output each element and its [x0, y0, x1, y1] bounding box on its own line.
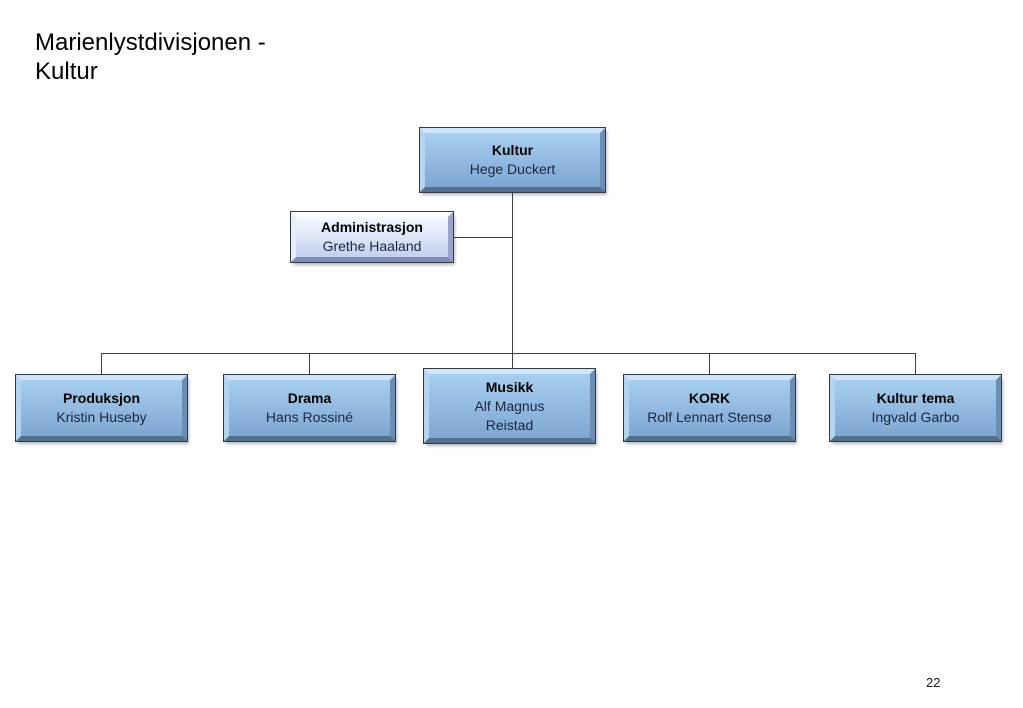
org-node-kork: KORK Rolf Lennart Stensø [624, 375, 795, 441]
org-node-kultur-tema: Kultur tema Ingvald Garbo [830, 375, 1001, 441]
connector-drop-produksjon [101, 353, 102, 375]
org-node-title: Musikk [485, 378, 534, 395]
org-node-title: Kultur [491, 142, 534, 158]
org-node-person: Rolf Lennart Stensø [647, 409, 772, 425]
org-node-person: Hege Duckert [469, 161, 556, 177]
org-node-kultur: Kultur Hege Duckert [420, 128, 605, 192]
slide-title-line1: Marienlystdivisjonen - [35, 29, 266, 56]
connector-drop-kork [709, 353, 710, 375]
org-node-musikk: Musikk Alf Magnus Reistad [424, 369, 595, 443]
org-node-person: Alf Magnus Reistad [474, 397, 545, 433]
org-node-person: Ingvald Garbo [871, 409, 960, 425]
slide-title: Marienlystdivisjonen -Kultur [35, 28, 266, 86]
org-node-produksjon: Produksjon Kristin Huseby [16, 375, 187, 441]
connector-assistant-branch [453, 237, 512, 238]
org-node-title: Drama [287, 390, 332, 406]
page-number: 22 [926, 675, 941, 690]
connector-drop-drama [309, 353, 310, 375]
org-node-person: Hans Rossiné [265, 409, 354, 425]
org-node-title: Kultur tema [876, 390, 955, 406]
connector-drop-kultur-tema [915, 353, 916, 375]
org-node-title: KORK [688, 390, 731, 406]
connector-root-vertical [512, 192, 513, 369]
org-node-administrasjon: Administrasjon Grethe Haaland [291, 212, 453, 262]
org-node-drama: Drama Hans Rossiné [224, 375, 395, 441]
org-node-person: Kristin Huseby [56, 409, 147, 425]
org-node-person: Grethe Haaland [322, 238, 422, 254]
slide-title-line2: Kultur [35, 58, 98, 85]
org-node-title: Produksjon [62, 390, 140, 406]
org-node-title: Administrasjon [321, 219, 423, 235]
connector-children-horizontal [101, 353, 915, 354]
